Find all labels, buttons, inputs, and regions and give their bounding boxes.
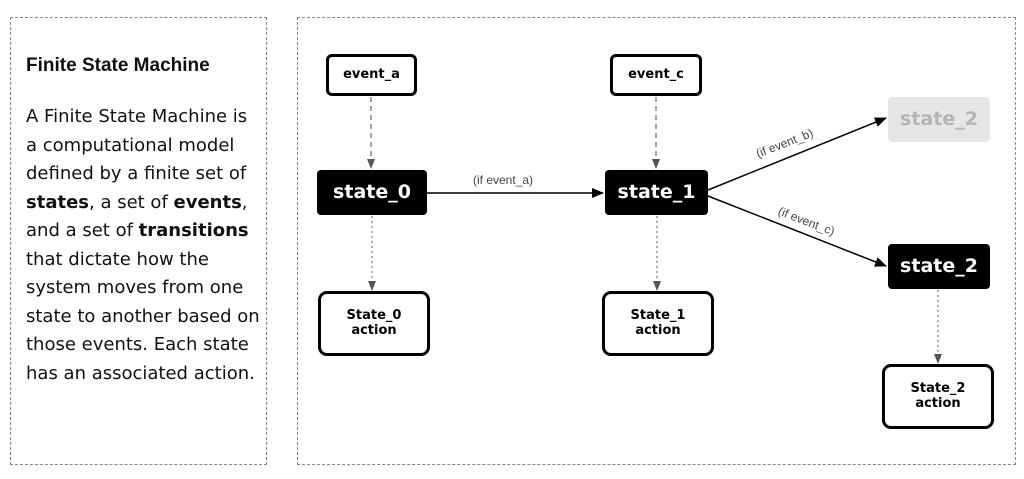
label-if-event_a: (if event_a) — [473, 173, 533, 187]
edge-state_1-state_2 — [707, 195, 887, 267]
action-node-state_2: State_2 action — [882, 364, 994, 429]
event-node-event_c: event_c — [610, 54, 702, 96]
label-if-event_c: (if event_c) — [776, 204, 836, 238]
desc-bold-transitions: transitions — [138, 220, 249, 241]
desc-bold-events: events — [173, 191, 242, 213]
state-node-state_0: state_0 — [317, 170, 427, 215]
desc-bold-states: states — [26, 191, 89, 213]
action-node-state_1: State_1 action — [602, 291, 714, 356]
description-panel: Finite State Machine A Finite State Mach… — [10, 17, 267, 465]
label-if-event_b: (if event_b) — [754, 126, 815, 161]
description-text: A Finite State Machine is a computationa… — [26, 103, 261, 388]
state-node-state_2-faded: state_2 — [888, 97, 990, 142]
desc-part: , and a set of — [26, 191, 248, 242]
state-node-state_2: state_2 — [888, 244, 990, 289]
action-node-state_0: State_0 action — [318, 291, 430, 356]
desc-part: , a set of — [89, 191, 174, 213]
edge-state_1-state_2-faded — [707, 117, 887, 191]
desc-part: that dictate how the system moves from o… — [26, 248, 260, 384]
diagram-panel — [297, 17, 1016, 465]
panel-title: Finite State Machine — [26, 55, 210, 76]
desc-part: A Finite State Machine is a computationa… — [26, 106, 248, 184]
event-node-event_a: event_a — [326, 54, 417, 96]
state-node-state_1: state_1 — [605, 170, 708, 215]
